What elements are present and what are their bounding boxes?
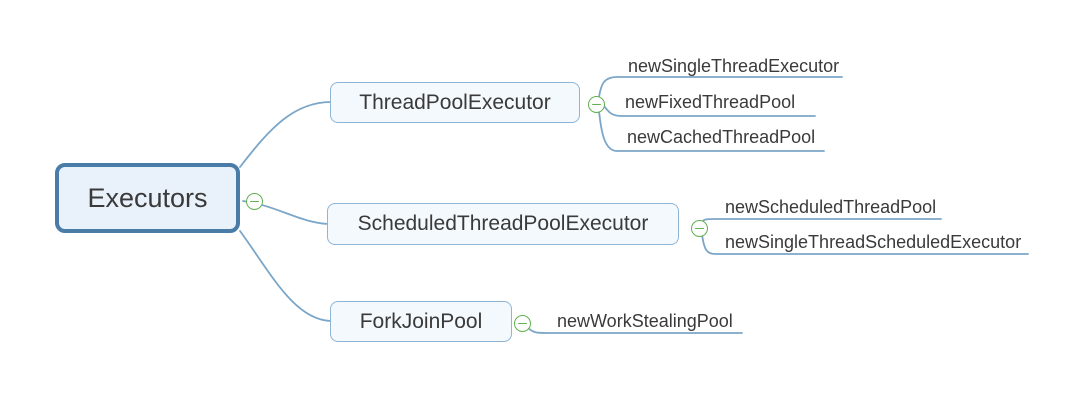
leaf-topic-newscheduledthreadpool[interactable]: newScheduledThreadPool (725, 197, 937, 217)
leaf-topic-newfixedthreadpool[interactable]: newFixedThreadPool (625, 92, 796, 112)
root-topic-executors[interactable]: Executors (55, 163, 240, 233)
branch-topic-scheduledthreadpoolexecutor[interactable]: ScheduledThreadPoolExecutor (327, 203, 679, 245)
connector-root-threadpoolexecutor (239, 101, 332, 168)
leaf-topic-newsinglethreadscheduledexecutor[interactable]: newSingleThreadScheduledExecutor (725, 232, 1022, 252)
connector-root-forkjoinpool (239, 230, 332, 322)
collapse-minus-icon-scheduledthreadpoolexecutor[interactable] (691, 220, 708, 237)
connector-leaf-newsinglethreadscheduledexecutor (701, 233, 1029, 255)
connector-leaf-newcachedthreadpool (598, 110, 825, 152)
collapse-minus-icon-forkjoinpool[interactable] (514, 315, 531, 332)
connector-leaf-newfixedthreadpool (603, 105, 816, 117)
leaf-topic-newworkstealingpool[interactable]: newWorkStealingPool (557, 311, 733, 331)
branch-topic-forkjoinpool[interactable]: ForkJoinPool (330, 301, 512, 342)
collapse-minus-icon-threadpoolexecutor[interactable] (588, 96, 605, 113)
connector-leaf-newscheduledthreadpool (701, 218, 942, 223)
connector-leaf-newsinglethreadexecutor (598, 76, 843, 98)
collapse-minus-icon-root[interactable] (246, 193, 263, 210)
leaf-topic-newsinglethreadexecutor[interactable]: newSingleThreadExecutor (628, 56, 840, 76)
leaf-topic-newcachedthreadpool[interactable]: newCachedThreadPool (627, 127, 816, 147)
branch-topic-threadpoolexecutor[interactable]: ThreadPoolExecutor (330, 82, 580, 123)
